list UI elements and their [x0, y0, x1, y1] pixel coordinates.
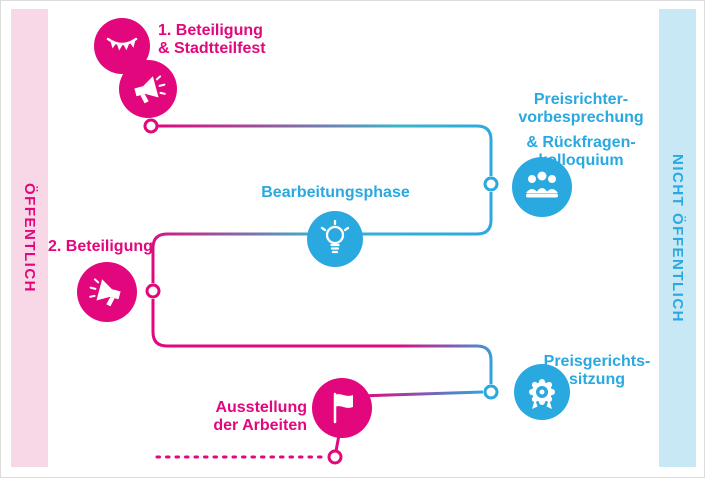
preisgericht-label: Preisgerichts- sitzung: [521, 353, 673, 389]
megaphone-icon: [89, 278, 121, 307]
ausstellung-label-line2: der Arbeiten: [213, 417, 307, 434]
beteiligung1-label: 1. Beteiligung & Stadtteilfest: [158, 22, 266, 58]
beteiligung1-pennant-circle: [94, 18, 150, 74]
preisrichter-label-line1: Preisrichter-: [533, 91, 629, 108]
ausstellung-label-line1: Ausstellung: [215, 399, 307, 416]
flow-segment-3: [151, 299, 493, 384]
medal-icon: [529, 379, 555, 409]
node-preisgericht: [514, 364, 570, 420]
beteiligung2-label-line1: 2. Beteiligung: [48, 238, 153, 255]
connector-node-4: [483, 384, 499, 400]
pennant-garland-icon: [106, 37, 138, 51]
megaphone-icon: [134, 75, 166, 104]
non-public-band-label: NICHT ÖFFENTLICH: [669, 153, 686, 323]
connector-node-5: [327, 449, 343, 465]
connector-node-2: [483, 176, 499, 192]
preisrichter-label-top: Preisrichter- vorbesprechung: [506, 91, 656, 127]
flag-icon: [333, 392, 353, 424]
bearbeitung-circle: [307, 211, 363, 267]
preisrichter-label-line3: & Rückfragen-: [526, 134, 636, 151]
beteiligung2-label: 2. Beteiligung: [48, 238, 153, 256]
connector-node-1: [143, 118, 159, 134]
preisrichter-circle: [512, 157, 572, 217]
node-beteiligung1: [94, 18, 177, 118]
preisgericht-label-line2: sitzung: [569, 371, 625, 388]
node-preisrichter: [512, 157, 572, 217]
beteiligung1-label-line2: & Stadtteilfest: [158, 40, 266, 57]
public-band-label: ÖFFENTLICH: [21, 183, 38, 293]
preisrichter-label-bottom: & Rückfragen- kolloquium: [506, 134, 656, 170]
public-band: ÖFFENTLICH: [11, 9, 48, 467]
node-beteiligung2: [77, 262, 137, 322]
bearbeitung-label-line1: Bearbeitungsphase: [261, 184, 410, 201]
jury-icon: [526, 171, 558, 198]
lightbulb-icon: [320, 219, 350, 254]
flow-segment-1: [158, 124, 493, 176]
ausstellung-label: Ausstellung der Arbeiten: [179, 399, 307, 435]
preisrichter-label-line2: vorbesprechung: [518, 109, 644, 126]
bearbeitung-label: Bearbeitungsphase: [253, 184, 418, 202]
ausstellung-circle: [312, 378, 372, 438]
node-bearbeitung: [307, 211, 363, 267]
node-ausstellung: [312, 378, 372, 438]
beteiligung1-label-line1: 1. Beteiligung: [158, 22, 263, 39]
non-public-band: NICHT ÖFFENTLICH: [659, 9, 696, 467]
preisrichter-label-line4: kolloquium: [538, 152, 624, 169]
preisgericht-label-line1: Preisgerichts-: [543, 353, 651, 370]
flow-segment-4: [358, 390, 484, 398]
connector-node-3: [145, 283, 161, 299]
